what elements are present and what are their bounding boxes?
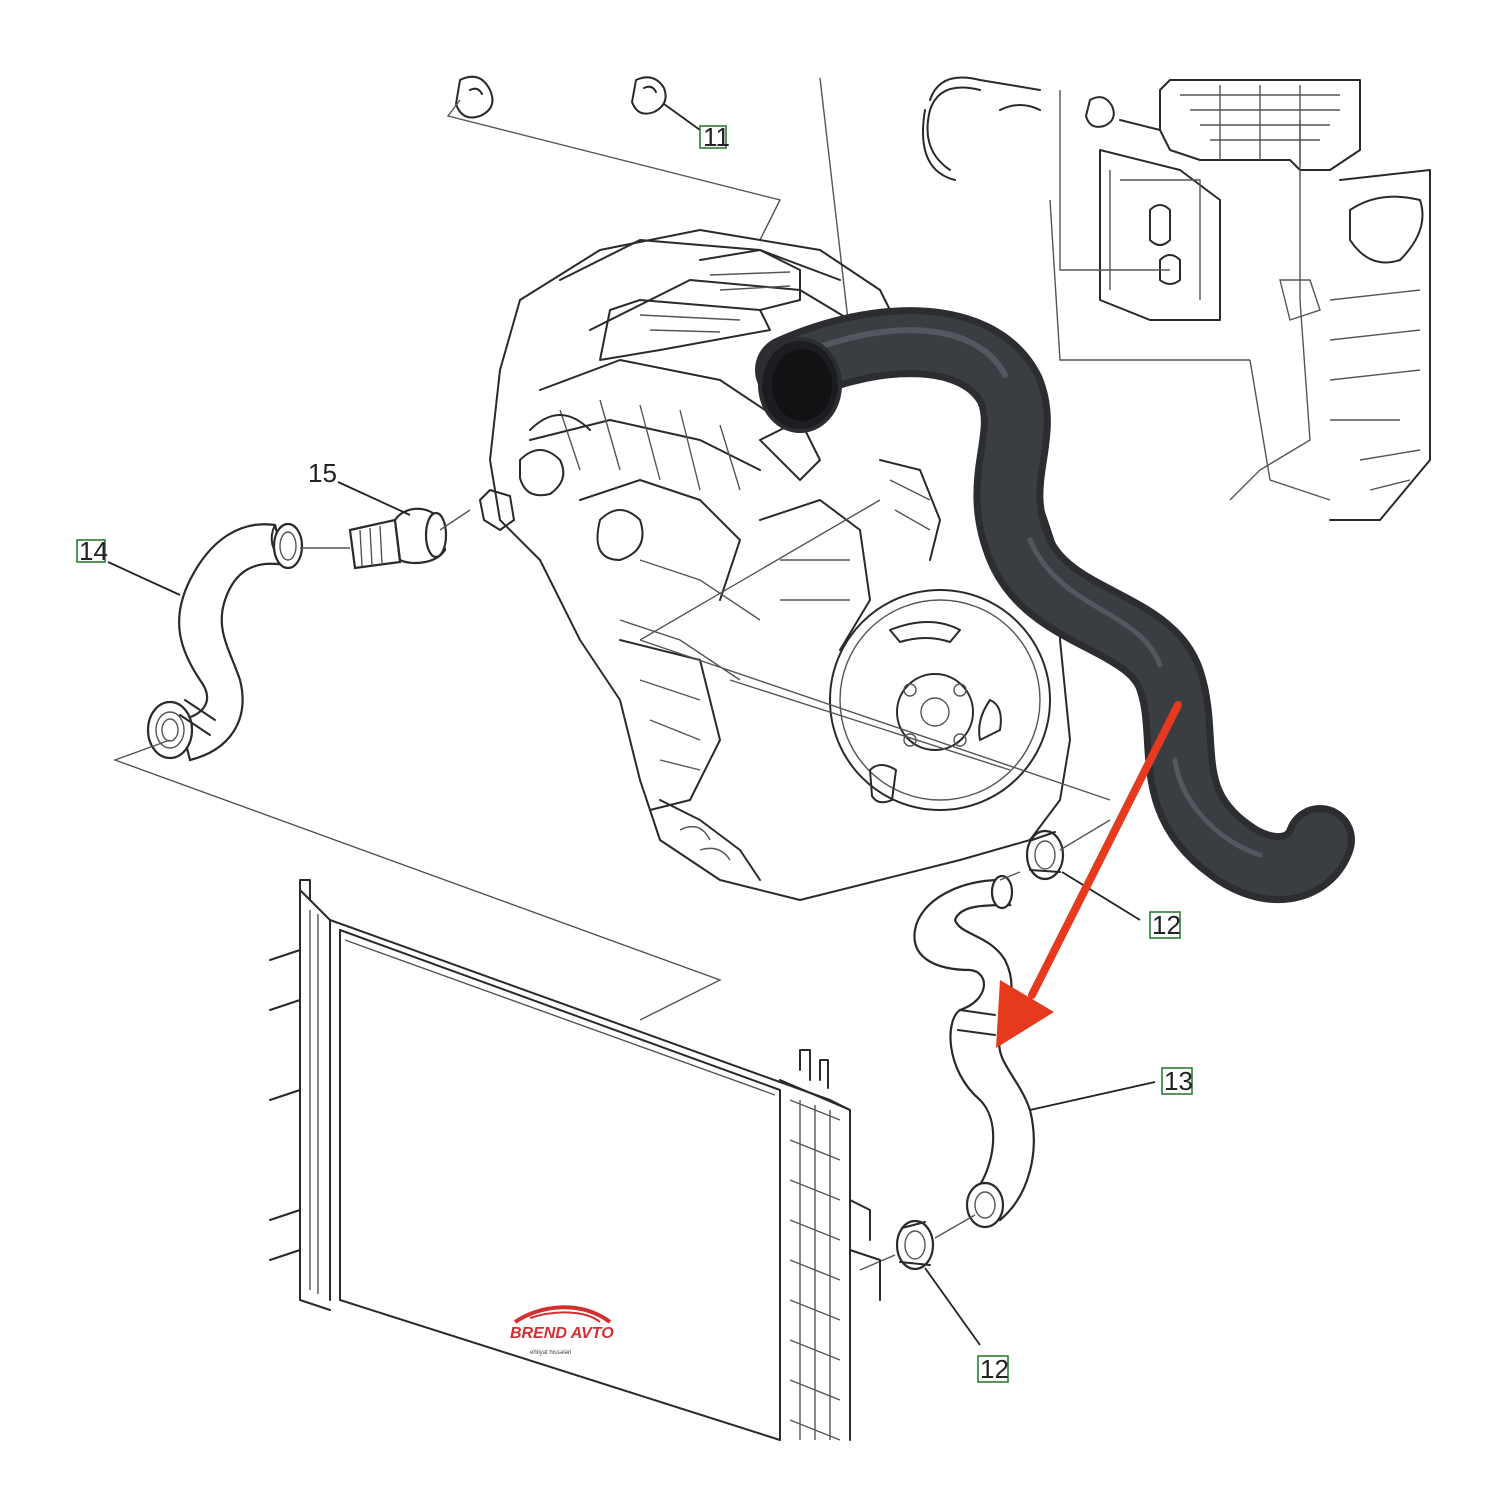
body-structure [1229,169,1431,521]
clamp-12-lower [859,1214,981,1346]
coolant-reservoir-assembly [922,76,1361,361]
callout-13: 13 [1161,1066,1193,1096]
leader-13 [1029,1081,1156,1111]
leader-main-hose [819,77,849,321]
logo-car-arc-icon [513,1305,612,1324]
lower-radiator-hose-13 [913,874,1035,1229]
callout-14-text: 14 [79,536,108,566]
leader-14 [107,561,181,596]
engine-block [479,229,1071,901]
clamp-12-upper [999,819,1141,921]
logo-name: BREND AVTO [510,1325,614,1342]
callout-13-text: 13 [1164,1066,1193,1096]
clamp-pair-11 [446,75,782,241]
assembly-leaders [112,499,1111,1021]
upper-radiator-hose [755,307,1355,904]
logo-tagline: ehtiyat hissələri [530,1350,571,1356]
callout-15-text: 15 [308,458,337,488]
callout-12-lower: 12 [977,1354,1009,1384]
flywheel [829,589,1051,811]
red-indicator-arrow [996,701,1182,1048]
radiator [269,879,881,1441]
hose-connector-15 [300,481,471,570]
callout-15: 15 [308,458,337,488]
callout-12-lower-text: 12 [980,1354,1009,1384]
callout-14: 14 [76,536,108,566]
callout-12-upper-text: 12 [1152,910,1181,940]
brend-avto-logo: BREND AVTO ehtiyat hissələri [510,1305,614,1356]
lower-hose-left-14 [146,522,304,762]
callout-11: 11 [699,122,730,152]
callout-12-upper: 12 [1149,910,1181,940]
callout-11-text: 11 [703,122,730,152]
